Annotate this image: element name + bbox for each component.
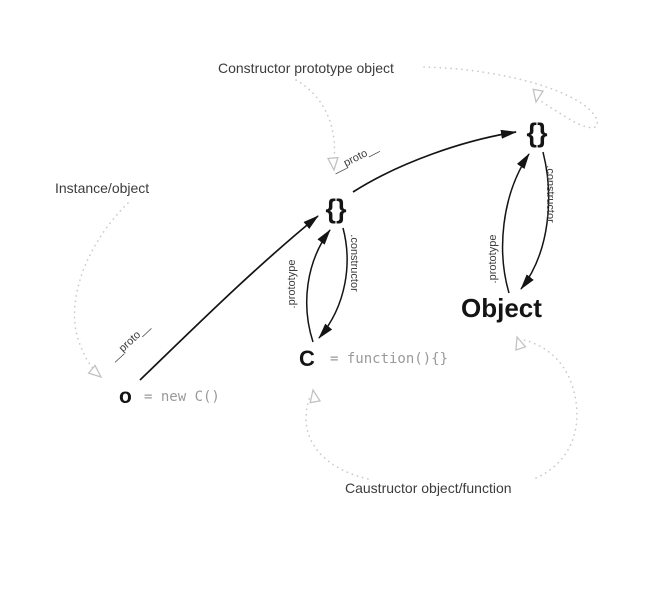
edge-label-prototype-c: .prototype — [286, 260, 298, 309]
node-o-expression: = new C() — [144, 389, 220, 405]
node-middle-prototype-braces: {} — [325, 194, 347, 224]
arrow-proto-constructor-down — [318, 227, 348, 339]
dotted-curve-label-to-object — [523, 339, 578, 479]
pointer-triangle-middle-proto — [326, 156, 339, 172]
node-object-label: Object — [461, 293, 542, 323]
arrow-middle-proto-to-right — [352, 129, 517, 193]
pointer-triangle-right-proto — [532, 88, 545, 104]
edge-label-constructor-object: .constructor — [544, 165, 556, 223]
dotted-curve-label-to-middle-proto — [295, 79, 336, 161]
arrow-o-proto-to-middle — [139, 215, 319, 381]
arrow-object-prototype-up — [501, 153, 530, 294]
node-c-label: C — [299, 346, 315, 371]
node-right-prototype-braces: {} — [526, 118, 548, 148]
pointer-triangle-object — [515, 335, 527, 351]
edge-label-prototype-object: .prototype — [487, 235, 499, 284]
edge-label-proto-1: __proto__ — [107, 320, 153, 364]
arrow-rightproto-constructor-down — [520, 151, 550, 290]
arrow-c-prototype-up — [305, 229, 331, 343]
edge-label-constructor-c: .constructor — [348, 234, 360, 292]
pointer-triangle-c — [309, 388, 322, 404]
node-c-expression: = function(){} — [330, 351, 448, 367]
node-o-label: o — [119, 385, 132, 408]
pointer-triangle-o — [87, 364, 103, 379]
label-constructor-object-function: Caustructor object/function — [345, 480, 512, 496]
label-instance-object: Instance/object — [55, 180, 149, 196]
dotted-curve-label-to-right-proto — [423, 66, 599, 129]
label-constructor-prototype-object: Constructor prototype object — [218, 60, 394, 76]
dotted-curve-label-to-c — [305, 394, 369, 480]
